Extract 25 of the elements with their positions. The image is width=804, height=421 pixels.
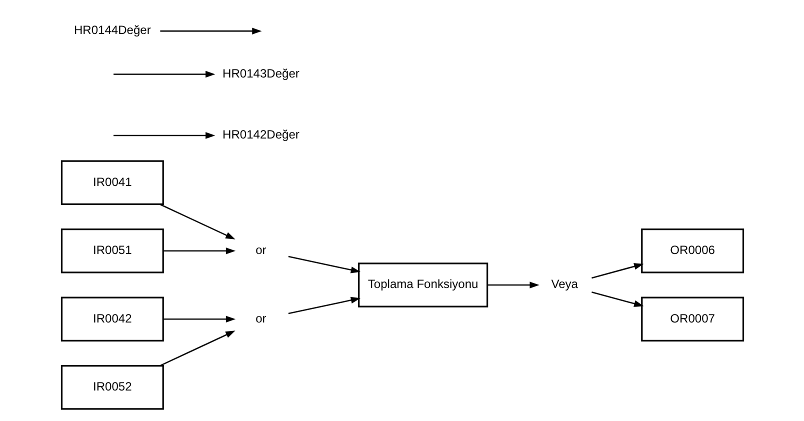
arrow	[159, 330, 235, 366]
arrow	[160, 27, 262, 34]
arrow	[159, 203, 235, 239]
node-box: Toplama Fonksiyonu	[358, 262, 488, 307]
arrow	[591, 290, 644, 306]
node-box: OR0006	[640, 228, 744, 273]
arrow	[113, 132, 215, 138]
arrow	[288, 296, 360, 314]
node-text: HR0142Değer	[222, 127, 299, 142]
node-text: or	[255, 310, 266, 325]
node-text: or	[255, 242, 266, 257]
node-text: HR0143Değer	[222, 66, 299, 80]
arrow	[591, 262, 644, 278]
arrow	[162, 247, 236, 254]
node-box: IR0042	[60, 296, 164, 342]
node-box: IR0041	[60, 160, 164, 205]
node-box: IR0052	[60, 364, 164, 410]
node-box: IR0051	[60, 228, 164, 273]
arrow	[162, 315, 236, 322]
node-text: HR0144Değer	[73, 22, 150, 37]
node-text: Veya	[550, 276, 578, 291]
arrow	[288, 255, 360, 273]
node-box: OR0007	[640, 296, 744, 342]
arrow	[113, 70, 215, 78]
arrow	[487, 281, 539, 288]
